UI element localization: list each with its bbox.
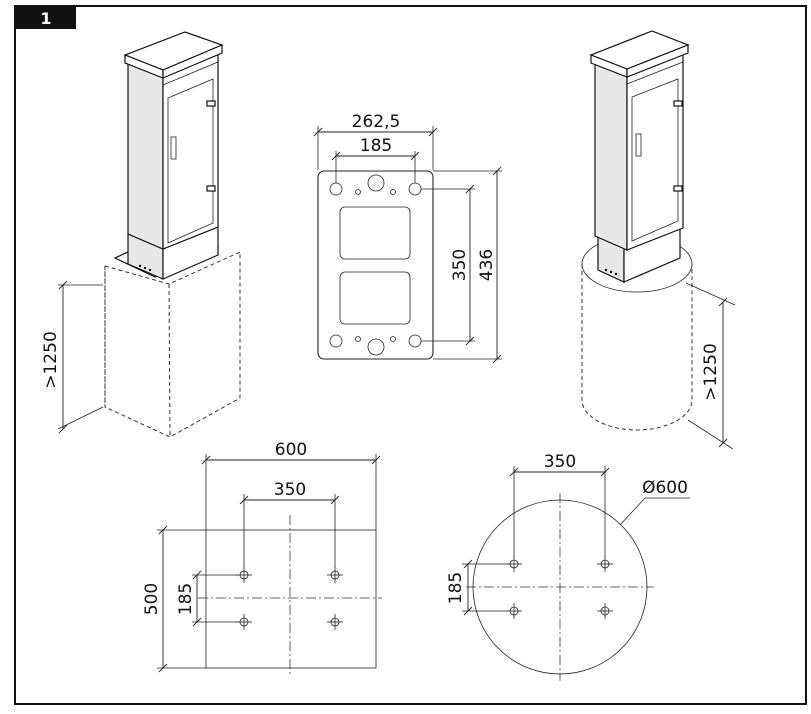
round-base-hole-spacing-x-label: 350 [544, 452, 576, 472]
left-height-dimension-label: >1250 [41, 331, 61, 389]
right-height-dimension-label: >1250 [701, 343, 721, 401]
round-base-diameter-label: Ø600 [642, 478, 688, 498]
square-base-hole-spacing-x-label: 350 [274, 480, 306, 500]
square-foundation-plan [157, 454, 382, 676]
mounting-plate [313, 126, 502, 364]
figure-frame [14, 5, 807, 705]
round-base-hole-spacing-y-label: 185 [446, 572, 466, 604]
square-base-depth-label: 500 [142, 583, 162, 615]
round-foundation-plan [462, 466, 690, 681]
plate-outer-width-label: 262,5 [352, 112, 401, 132]
plate-inner-width-label: 185 [360, 136, 392, 156]
plate-outer-height-label: 436 [477, 249, 497, 281]
right-cabinet-on-round-foundation [581, 30, 736, 450]
figure-number-badge: 1 [16, 7, 76, 29]
square-base-width-label: 600 [275, 440, 307, 460]
square-base-hole-spacing-y-label: 185 [176, 583, 196, 615]
left-cabinet-on-square-foundation [57, 31, 241, 438]
plate-inner-height-label: 350 [450, 249, 470, 281]
